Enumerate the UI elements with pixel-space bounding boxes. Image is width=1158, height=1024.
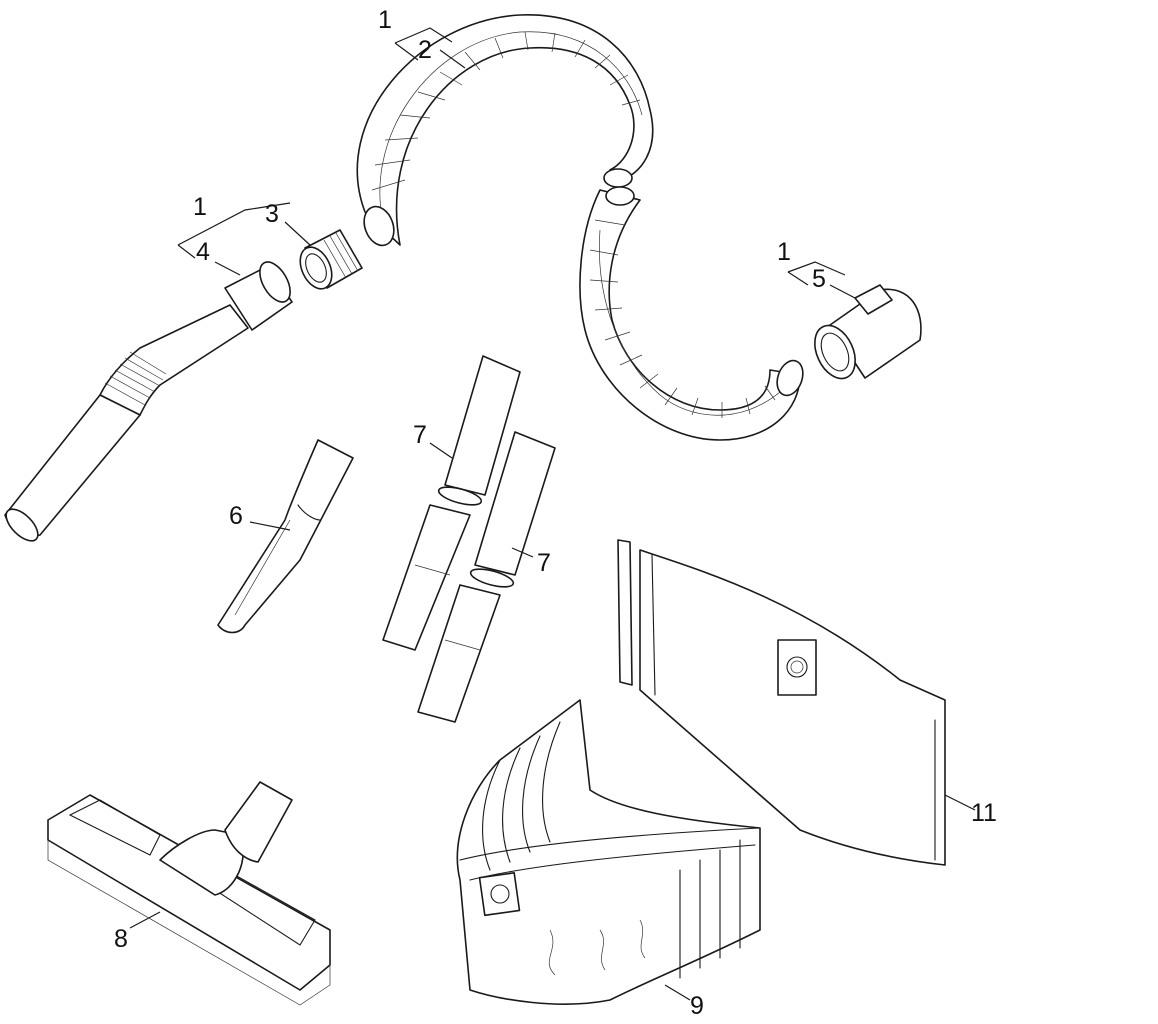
callout-suction-tube: 4 — [196, 238, 210, 266]
callout-filter-bag: 11 — [971, 799, 997, 827]
callout-hose-adapter: 3 — [265, 200, 279, 228]
callout-kit-hose: 1 — [378, 6, 392, 34]
suction-tube — [4, 261, 293, 542]
callout-extension-tube-b: 7 — [537, 549, 551, 577]
filter-bags — [456, 699, 761, 1005]
suction-hose — [356, 14, 804, 441]
hose-corrugations — [371, 31, 776, 418]
callout-connector: 5 — [812, 265, 826, 293]
connector — [814, 284, 922, 380]
callout-floor-nozzle: 8 — [114, 925, 128, 953]
callout-extension-tube-a: 7 — [413, 421, 427, 449]
callout-kit-adapter: 1 — [193, 193, 207, 221]
filter-bag — [617, 539, 946, 866]
extension-tube-a — [382, 355, 521, 651]
crevice-nozzle — [217, 439, 354, 634]
hose-adapter — [299, 229, 363, 290]
callout-suction-hose: 2 — [418, 36, 432, 64]
callout-filter-bags: 9 — [690, 992, 704, 1020]
callout-kit-connector: 1 — [777, 238, 791, 266]
tube-grip-ribs — [104, 351, 167, 406]
floor-nozzle — [47, 781, 331, 1006]
callout-crevice-nozzle: 6 — [229, 502, 243, 530]
extension-tube-b — [417, 431, 556, 723]
leader-lines — [129, 27, 976, 1001]
